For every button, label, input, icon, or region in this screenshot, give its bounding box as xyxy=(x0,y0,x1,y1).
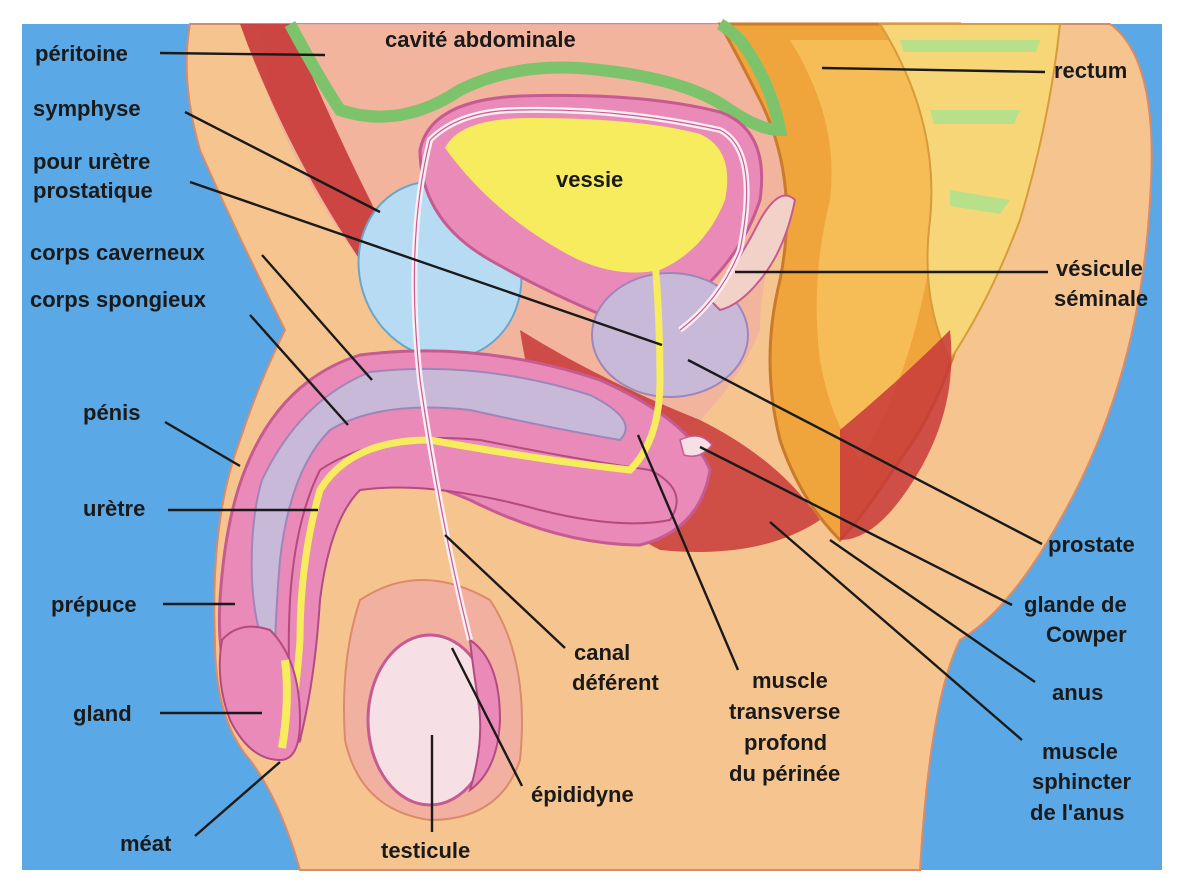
sacrum-band-1 xyxy=(900,40,1040,52)
label-pour-uretre-2: prostatique xyxy=(33,178,153,203)
sacrum-band-2 xyxy=(930,110,1020,124)
label-muscle-sphincter-3: de l'anus xyxy=(1030,800,1124,825)
label-uretre: urètre xyxy=(83,496,145,521)
label-penis: pénis xyxy=(83,400,140,425)
label-rectum: rectum xyxy=(1054,58,1127,83)
label-meat: méat xyxy=(120,831,172,856)
label-testicule: testicule xyxy=(381,838,470,863)
label-muscle-transverse-1: muscle xyxy=(752,668,828,693)
label-corps-spongieux: corps spongieux xyxy=(30,287,207,312)
label-muscle-sphincter-2: sphincter xyxy=(1032,769,1131,794)
label-pour-uretre-1: pour urètre xyxy=(33,149,150,174)
label-canal-2: déférent xyxy=(572,670,659,695)
label-vessie: vessie xyxy=(556,167,623,192)
label-muscle-transverse-4: du périnée xyxy=(729,761,840,786)
label-peritoine: péritoine xyxy=(35,41,128,66)
label-symphyse: symphyse xyxy=(33,96,141,121)
label-cavite-abdominale: cavité abdominale xyxy=(385,27,576,52)
label-prostate: prostate xyxy=(1048,532,1135,557)
label-glande-1: glande de xyxy=(1024,592,1127,617)
label-muscle-transverse-2: transverse xyxy=(729,699,840,724)
label-gland: gland xyxy=(73,701,132,726)
label-vesicule-1: vésicule xyxy=(1056,256,1143,281)
label-prepuce: prépuce xyxy=(51,592,137,617)
label-epididyne: épididyne xyxy=(531,782,634,807)
label-muscle-sphincter-1: muscle xyxy=(1042,739,1118,764)
label-anus: anus xyxy=(1052,680,1103,705)
glans-urethra xyxy=(282,660,287,748)
label-canal-1: canal xyxy=(574,640,630,665)
label-vesicule-2: séminale xyxy=(1054,286,1148,311)
label-corps-caverneux: corps caverneux xyxy=(30,240,206,265)
label-glande-2: Cowper xyxy=(1046,622,1127,647)
label-muscle-transverse-3: profond xyxy=(744,730,827,755)
